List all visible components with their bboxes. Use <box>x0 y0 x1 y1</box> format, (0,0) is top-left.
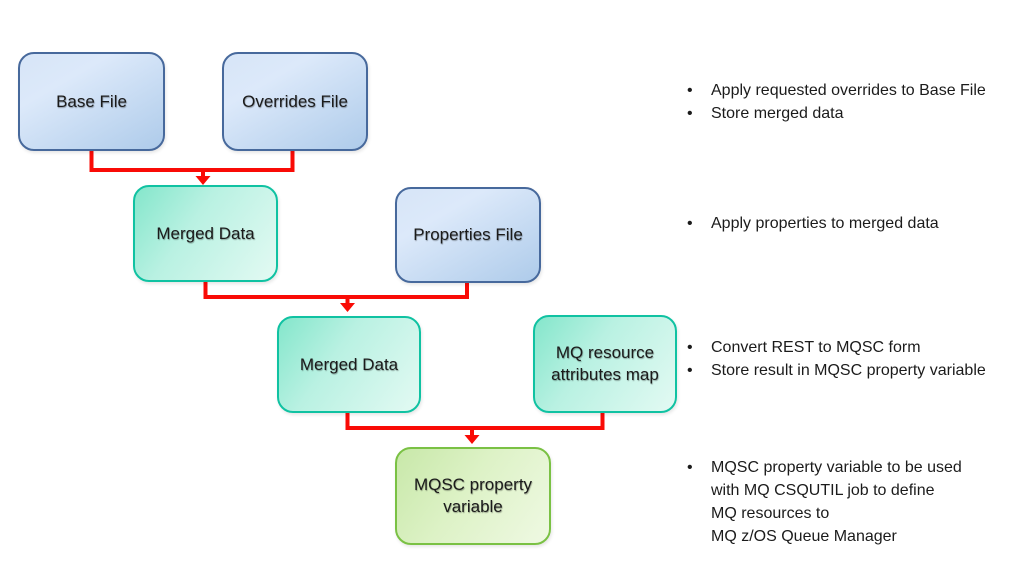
node-label: Merged Data <box>156 223 255 243</box>
connector-merge-2 <box>203 281 469 299</box>
node-label: Base File <box>56 91 127 111</box>
arrowhead-merge-2 <box>340 303 355 312</box>
connector-merge-3 <box>345 412 605 430</box>
note-group-mqsc-usage: • MQSC property variable to be used with… <box>683 456 1023 548</box>
note-text: Store merged data <box>711 105 844 122</box>
node-merged-data-2: Merged Data <box>277 316 421 413</box>
note-text: Convert REST to MQSC form <box>711 339 921 356</box>
node-label: Properties File <box>413 225 523 244</box>
node-merged-data-1: Merged Data <box>133 185 278 282</box>
node-mq-resource-attributes-map: MQ resource attributes map <box>533 315 677 413</box>
bullet-icon: • <box>687 215 693 232</box>
note-group-apply-properties: • Apply properties to merged data <box>683 212 1023 235</box>
note-text: MQSC property variable to be used with M… <box>711 459 962 545</box>
note-item: • MQSC property variable to be used with… <box>683 456 1023 548</box>
note-item: • Apply requested overrides to Base File <box>683 79 1023 102</box>
node-label: Merged Data <box>299 354 399 374</box>
connector-merge-1 <box>89 150 295 172</box>
note-text: Apply requested overrides to Base File <box>711 82 986 99</box>
bullet-icon: • <box>687 459 693 476</box>
note-item: • Store result in MQSC property variable <box>683 359 1023 382</box>
node-label: MQSC property variable <box>413 475 533 516</box>
bullet-icon: • <box>687 82 693 99</box>
note-text: Store result in MQSC property variable <box>711 362 986 379</box>
note-item: • Convert REST to MQSC form <box>683 336 1023 359</box>
node-mqsc-property-variable: MQSC property variable <box>395 447 551 545</box>
bullet-icon: • <box>687 339 693 356</box>
note-text: Apply properties to merged data <box>711 215 939 232</box>
note-group-merge-base: • Apply requested overrides to Base File… <box>683 79 1023 125</box>
arrowhead-merge-1 <box>195 176 211 185</box>
arrowhead-merge-3 <box>464 435 480 444</box>
bullet-icon: • <box>687 105 693 122</box>
node-base-file: Base File <box>18 52 165 151</box>
node-label: Overrides File <box>242 91 348 111</box>
bullet-icon: • <box>687 362 693 379</box>
node-label: MQ resource attributes map <box>551 343 659 384</box>
node-properties-file: Properties File <box>395 187 541 283</box>
note-item: • Store merged data <box>683 102 1023 125</box>
node-overrides-file: Overrides File <box>222 52 368 151</box>
note-group-convert-rest: • Convert REST to MQSC form • Store resu… <box>683 336 1023 382</box>
note-item: • Apply properties to merged data <box>683 212 1023 235</box>
